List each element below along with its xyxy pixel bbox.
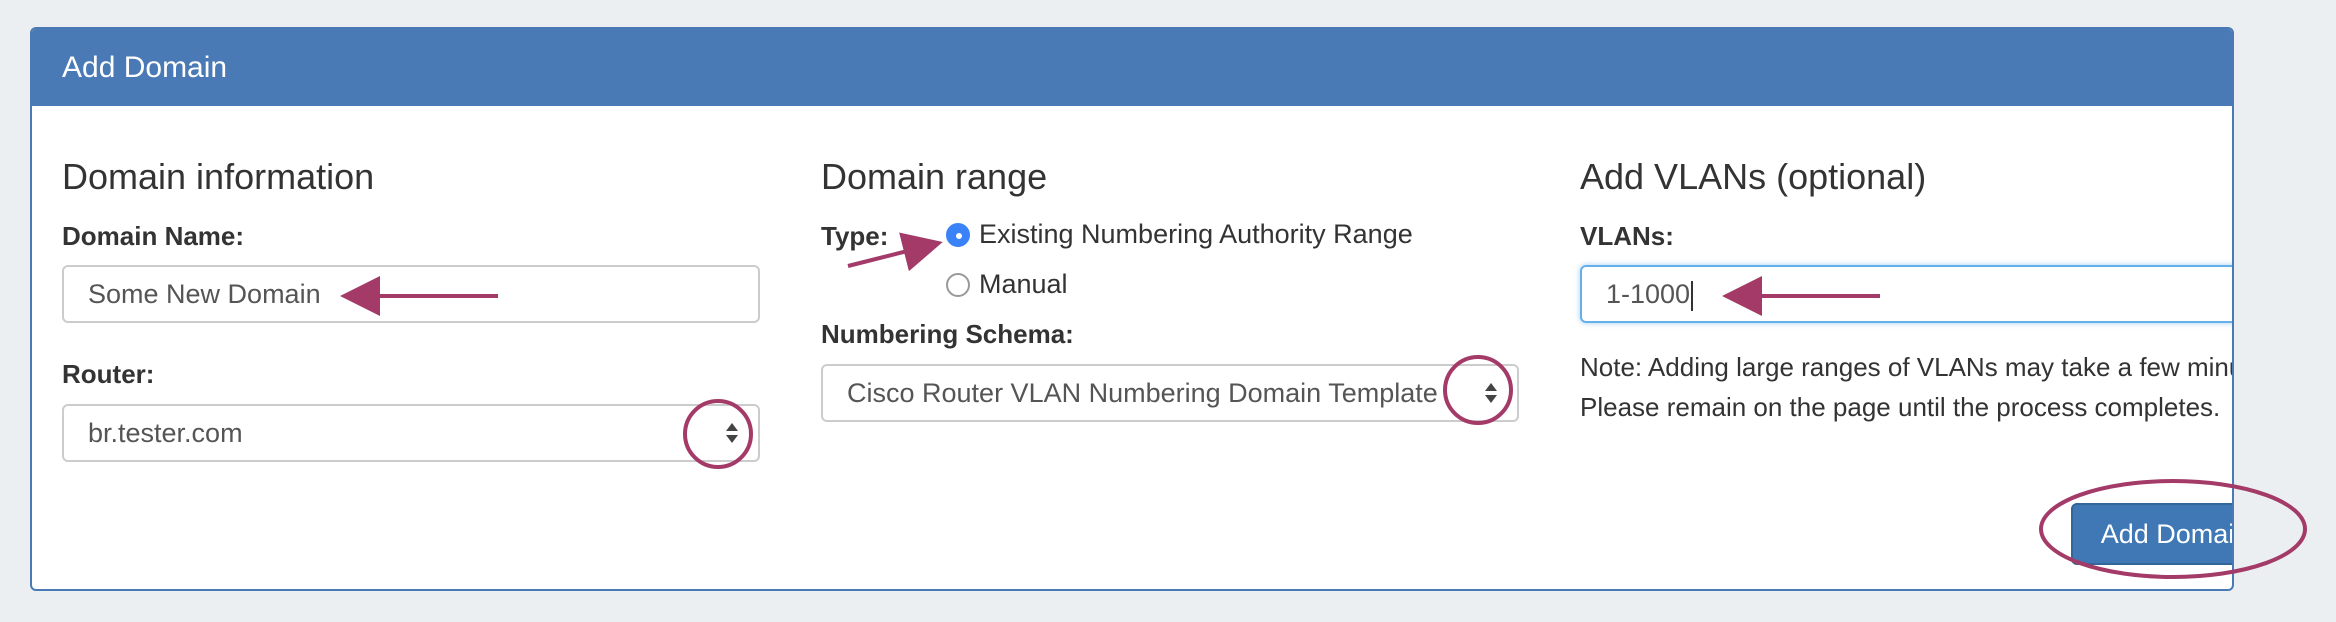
text-caret xyxy=(1691,280,1694,311)
radio-manual[interactable] xyxy=(946,273,970,297)
add-vlans-heading: Add VLANs (optional) xyxy=(1580,156,1927,197)
numbering-schema-label: Numbering Schema: xyxy=(821,319,1074,349)
vlans-label: VLANs: xyxy=(1580,221,1674,251)
panel-title: Add Domain xyxy=(32,29,2232,106)
vlans-input[interactable]: 1-1000 xyxy=(1580,265,2232,323)
router-select[interactable]: br.tester.com xyxy=(62,404,760,462)
domain-name-input[interactable]: Some New Domain xyxy=(62,265,760,323)
radio-manual-label[interactable]: Manual xyxy=(979,269,1068,299)
up-down-chevron-icon xyxy=(722,406,742,460)
domain-name-value: Some New Domain xyxy=(88,279,321,309)
domain-name-label: Domain Name: xyxy=(62,221,245,251)
router-selected-value: br.tester.com xyxy=(88,418,243,448)
domain-range-heading: Domain range xyxy=(821,156,1048,197)
add-domain-button[interactable]: Add Domain xyxy=(2071,503,2232,565)
numbering-schema-select[interactable]: Cisco Router VLAN Numbering Domain Templ… xyxy=(821,364,1519,422)
numbering-schema-value: Cisco Router VLAN Numbering Domain Templ… xyxy=(847,378,1438,408)
radio-existing-range[interactable] xyxy=(946,223,970,247)
vlans-note: Note: Adding large ranges of VLANs may t… xyxy=(1580,352,2234,422)
router-label: Router: xyxy=(62,359,155,389)
domain-info-heading: Domain information xyxy=(62,156,375,197)
up-down-chevron-icon xyxy=(1481,366,1501,420)
vlans-value: 1-1000 xyxy=(1606,279,1691,309)
radio-existing-range-label[interactable]: Existing Numbering Authority Range xyxy=(979,219,1413,249)
type-label: Type: xyxy=(821,221,889,251)
add-domain-panel: Add Domain Domain information Domain Nam… xyxy=(30,27,2234,591)
